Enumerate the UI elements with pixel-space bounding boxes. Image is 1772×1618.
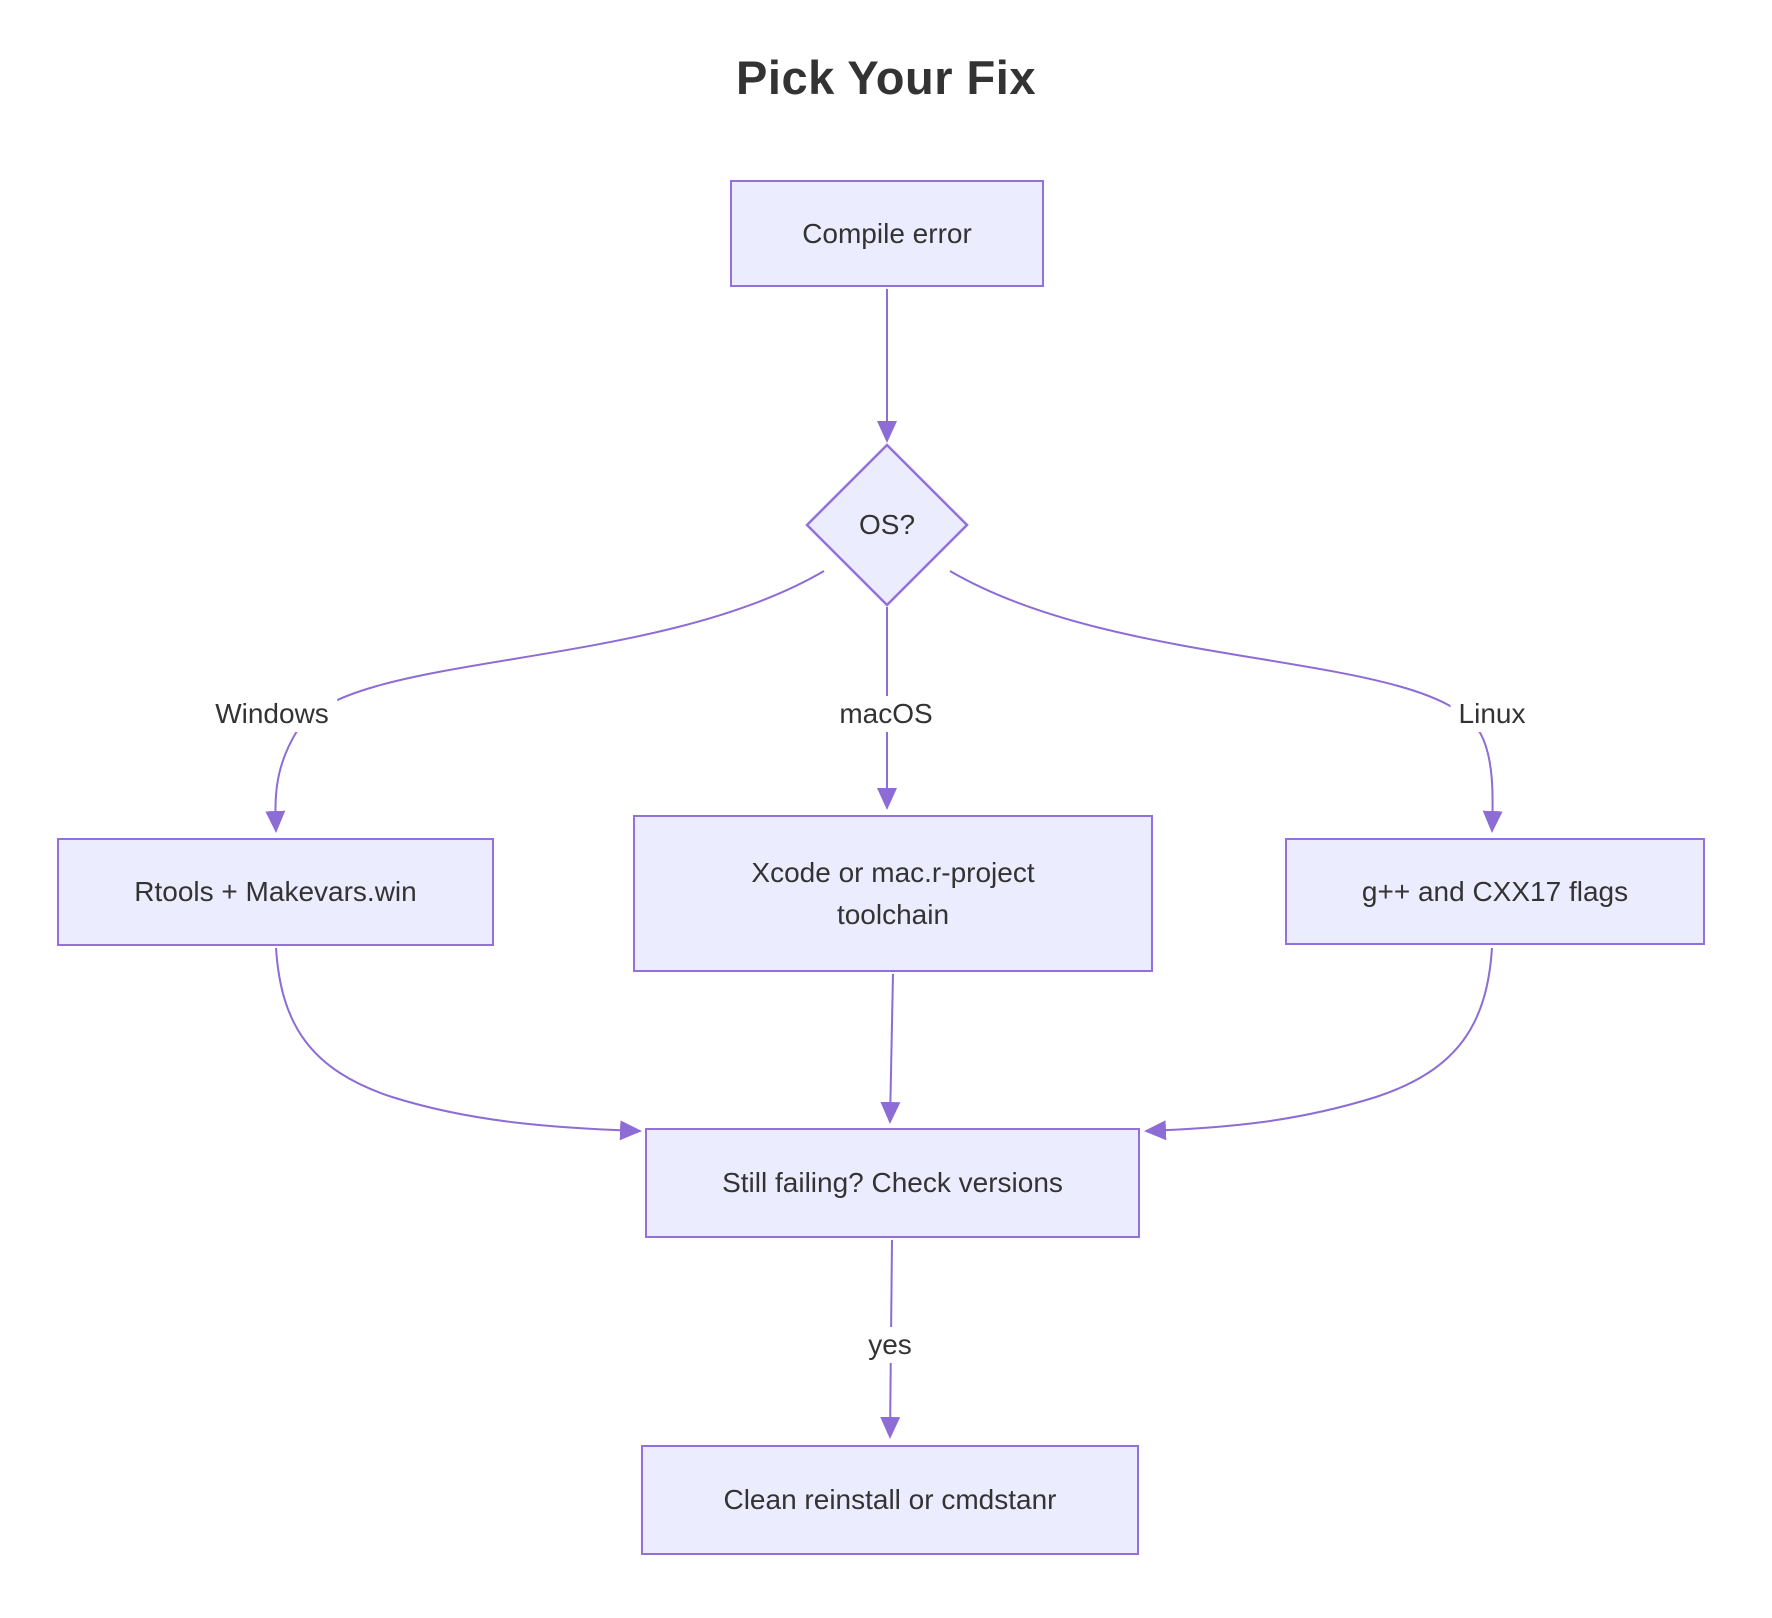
node-windows-fix-label: Rtools + Makevars.win xyxy=(134,876,417,907)
node-compile-error: Compile error xyxy=(730,180,1044,287)
edge-label-linux: Linux xyxy=(1450,696,1534,732)
node-os-decision: OS? xyxy=(807,465,967,585)
node-macos-fix: Xcode or mac.r-project toolchain xyxy=(633,815,1153,972)
edge-os-to-linux xyxy=(949,570,1503,833)
edge-label-windows: Windows xyxy=(207,696,337,732)
edge-os-to-windows xyxy=(265,570,825,833)
edge-label-macos: macOS xyxy=(831,696,941,732)
node-macos-fix-label: Xcode or mac.r-project toolchain xyxy=(751,856,1035,930)
node-reinstall: Clean reinstall or cmdstanr xyxy=(641,1445,1139,1555)
os-decision-diamond xyxy=(805,443,969,607)
node-os-decision-label: OS? xyxy=(858,509,916,540)
edge-linux-to-check xyxy=(1144,947,1493,1141)
node-check-versions: Still failing? Check versions xyxy=(645,1128,1140,1238)
node-check-versions-label: Still failing? Check versions xyxy=(722,1167,1063,1198)
edge-label-yes: yes xyxy=(860,1327,920,1363)
diagram-title: Pick Your Fix xyxy=(736,51,1036,104)
node-linux-fix: g++ and CXX17 flags xyxy=(1285,838,1705,945)
node-windows-fix: Rtools + Makevars.win xyxy=(57,838,494,946)
edge-macos-to-check xyxy=(880,973,901,1124)
node-compile-error-label: Compile error xyxy=(802,217,972,249)
node-reinstall-label: Clean reinstall or cmdstanr xyxy=(723,1484,1057,1515)
node-linux-fix-label: g++ and CXX17 flags xyxy=(1361,875,1629,907)
edge-windows-to-check xyxy=(275,947,642,1141)
